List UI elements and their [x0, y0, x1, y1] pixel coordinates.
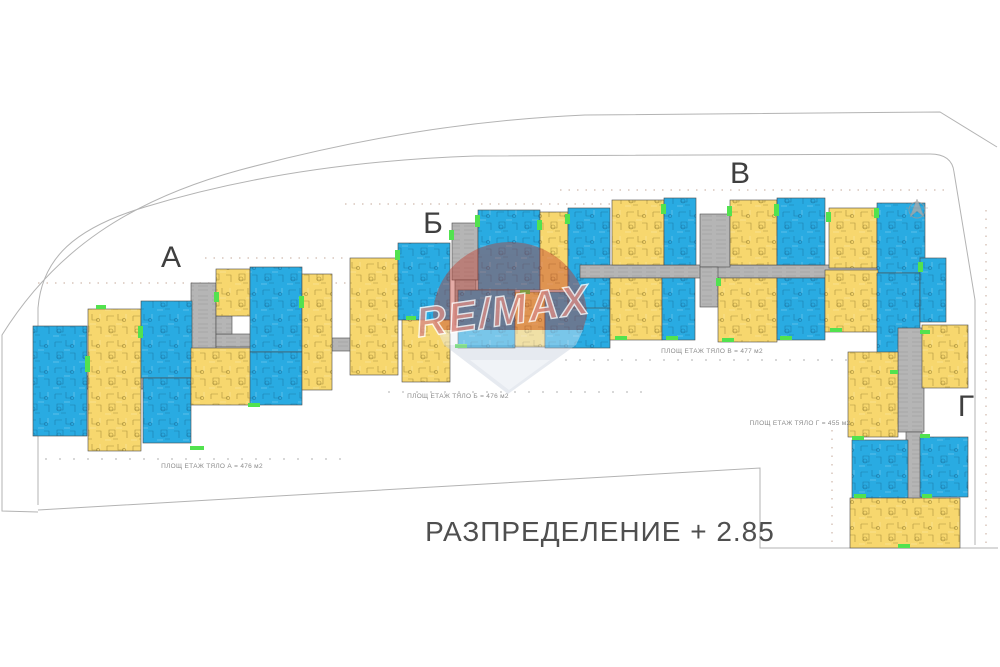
building-g-cores	[897, 327, 925, 503]
building-v-label: В	[730, 157, 750, 190]
building-g-balconies	[852, 262, 932, 548]
building-v-area-caption: ПЛОЩ ЕТАЖ ТЯЛО В = 477 м2	[661, 348, 763, 355]
remax-watermark: RE/MAX	[412, 242, 595, 394]
building-g-apartments	[847, 257, 969, 549]
site-boundary-outer	[1, 111, 998, 513]
grid-axis-lines	[38, 189, 987, 545]
building-v-plan	[579, 197, 926, 373]
drawing-title: РАЗПРЕДЕЛЕНИЕ + 2.85	[425, 516, 775, 547]
building-b-area-caption: ПЛОЩ ЕТАЖ ТЯЛО Б = 476 м2	[407, 393, 509, 400]
north-arrow-icon	[906, 198, 928, 219]
building-v-apartments	[609, 197, 926, 373]
building-b-label: Б	[423, 207, 443, 240]
building-a-plan	[32, 266, 353, 452]
dimension-rows	[45, 359, 900, 460]
building-a-label: А	[161, 241, 181, 274]
floor-area-captions: ПЛОЩ ЕТАЖ ТЯЛО А = 476 м2 ПЛОЩ ЕТАЖ ТЯЛО…	[161, 348, 850, 470]
building-a-balconies	[85, 292, 304, 450]
building-g-area-caption: ПЛОЩ ЕТАЖ ТЯЛО Г = 455 м2	[750, 420, 851, 427]
building-labels: А Б В Г	[161, 157, 974, 423]
site-boundary-inner	[37, 153, 976, 545]
remax-balloon-icon	[433, 242, 587, 394]
building-a-apartments	[32, 266, 333, 452]
building-b-apartments	[349, 207, 611, 383]
building-v-balconies	[615, 204, 879, 342]
building-b-balconies	[395, 214, 570, 348]
building-g-plan	[847, 257, 969, 549]
building-a-area-caption: ПЛОЩ ЕТАЖ ТЯЛО А = 476 м2	[161, 463, 263, 470]
building-g-label: Г	[958, 390, 974, 423]
building-b-plan	[349, 207, 611, 383]
